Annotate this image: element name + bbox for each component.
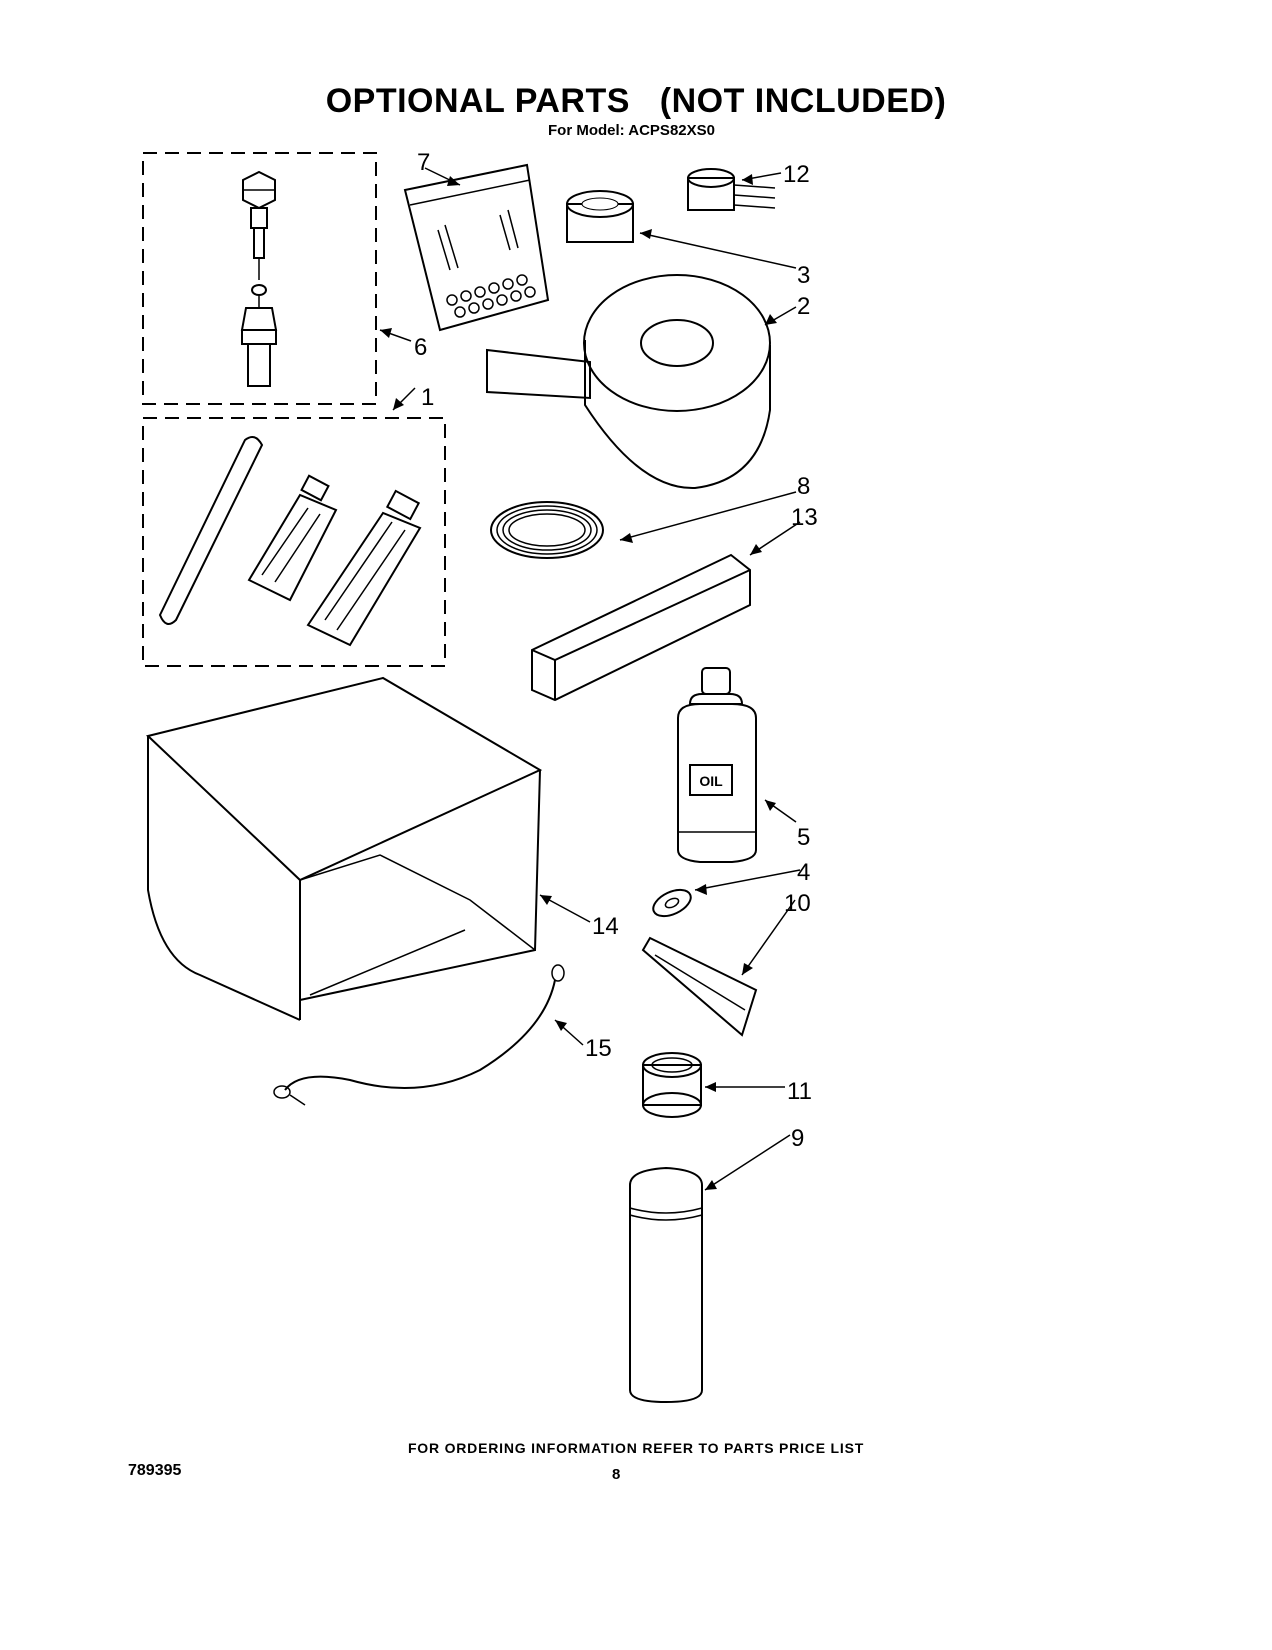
callout-13: 13 — [791, 504, 818, 531]
part-9-spray-can — [629, 1166, 703, 1404]
callout-2: 2 — [797, 293, 810, 320]
callout-8: 8 — [797, 473, 810, 500]
part-2-foam-tape — [486, 274, 771, 490]
part-4-gasket — [652, 888, 692, 918]
part-7-parts-bag — [403, 163, 550, 332]
part-13-foam-block — [531, 553, 751, 702]
part-1-kit-group — [142, 417, 446, 667]
part-12-tape-roll — [687, 168, 776, 211]
callout-9: 9 — [791, 1125, 804, 1152]
part-14-cover — [145, 676, 543, 1021]
callout-7: 7 — [417, 149, 430, 176]
page-number: 8 — [612, 1466, 621, 1483]
part-8-cord-coil — [490, 501, 604, 559]
document-number: 789395 — [128, 1462, 182, 1479]
part-5-oil-bottle: OIL — [677, 667, 757, 863]
ordering-note: FOR ORDERING INFORMATION REFER TO PARTS … — [407, 1440, 865, 1456]
part-3-tape-roll — [566, 190, 634, 243]
callout-3: 3 — [797, 262, 810, 289]
callout-6: 6 — [414, 334, 427, 361]
leader-lines — [379, 167, 801, 1191]
callout-10: 10 — [784, 890, 811, 917]
callout-11: 11 — [787, 1078, 812, 1105]
model-line: For Model: ACPS82XS0 — [548, 122, 715, 139]
callout-1: 1 — [421, 384, 434, 411]
callout-5: 5 — [797, 824, 810, 851]
oil-bottle-label: OIL — [699, 773, 723, 789]
part-15-strap — [273, 964, 565, 1106]
part-11-tape-roll — [642, 1052, 702, 1118]
part-10-tube — [641, 936, 758, 1037]
callout-12: 12 — [783, 161, 810, 188]
part-6-valve-group — [142, 152, 377, 405]
callout-15: 15 — [585, 1035, 612, 1062]
callout-14: 14 — [592, 913, 619, 940]
page-title: OPTIONAL PARTS (NOT INCLUDED) — [325, 82, 947, 120]
callout-4: 4 — [797, 859, 810, 886]
